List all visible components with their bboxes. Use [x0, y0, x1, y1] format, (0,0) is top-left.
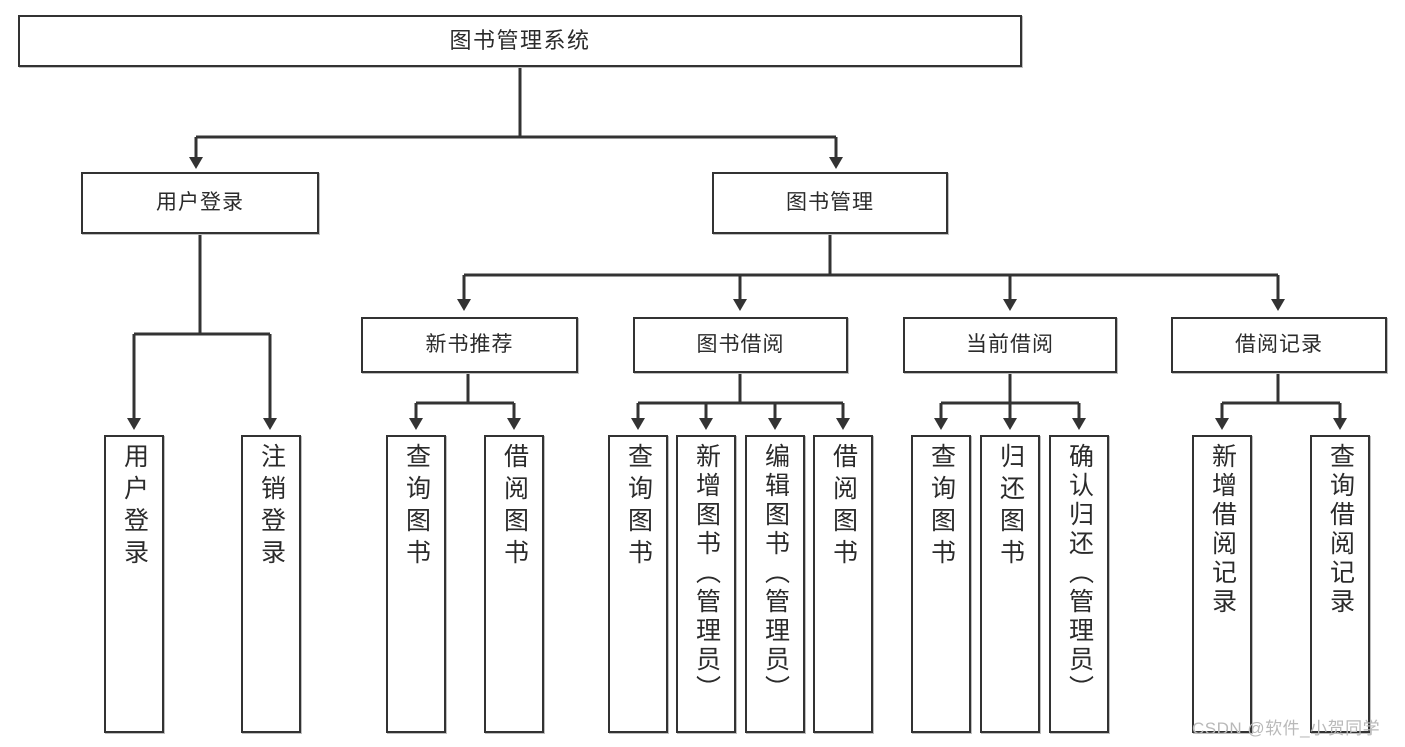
- leaf-confirm-return[interactable]: 确认归还（管理员）: [1049, 435, 1109, 733]
- node-label: 注销登录: [257, 443, 286, 571]
- leaf-borrow-book-2[interactable]: 借阅图书: [813, 435, 873, 733]
- leaf-query-record[interactable]: 查询借阅记录: [1310, 435, 1370, 733]
- node-label: 新增借阅记录: [1208, 443, 1237, 617]
- node-user-login[interactable]: 用户登录: [81, 172, 319, 234]
- leaf-query-book-1[interactable]: 查询图书: [386, 435, 446, 733]
- node-label: 新增图书（管理员）: [692, 443, 721, 704]
- leaf-return-book[interactable]: 归还图书: [980, 435, 1040, 733]
- leaf-edit-book[interactable]: 编辑图书（管理员）: [745, 435, 805, 733]
- leaf-borrow-book-1[interactable]: 借阅图书: [484, 435, 544, 733]
- node-label: 借阅图书: [829, 443, 858, 571]
- leaf-add-book[interactable]: 新增图书（管理员）: [676, 435, 736, 733]
- node-root-system[interactable]: 图书管理系统: [18, 15, 1022, 67]
- node-label: 图书借阅: [696, 332, 785, 356]
- leaf-add-record[interactable]: 新增借阅记录: [1192, 435, 1252, 733]
- node-borrow-record[interactable]: 借阅记录: [1171, 317, 1387, 373]
- node-label: 当前借阅: [966, 332, 1054, 356]
- leaf-query-book-3[interactable]: 查询图书: [911, 435, 971, 733]
- node-label: 借阅图书: [500, 443, 529, 571]
- node-label: 确认归还（管理员）: [1065, 443, 1094, 704]
- node-label: 查询借阅记录: [1326, 443, 1355, 617]
- node-label: 查询图书: [927, 443, 956, 571]
- leaf-logout-login[interactable]: 注销登录: [241, 435, 301, 733]
- node-current-borrow[interactable]: 当前借阅: [903, 317, 1117, 373]
- node-label: 新书推荐: [425, 332, 514, 356]
- node-label: 归还图书: [996, 443, 1025, 571]
- leaf-user-login[interactable]: 用户登录: [104, 435, 164, 733]
- node-label: 用户登录: [156, 190, 244, 214]
- node-new-book-recommend[interactable]: 新书推荐: [361, 317, 578, 373]
- node-label: 图书管理系统: [449, 28, 591, 54]
- node-book-borrow[interactable]: 图书借阅: [633, 317, 848, 373]
- node-book-manage[interactable]: 图书管理: [712, 172, 948, 234]
- leaf-query-book-2[interactable]: 查询图书: [608, 435, 668, 733]
- node-label: 查询图书: [624, 443, 653, 571]
- node-label: 借阅记录: [1235, 332, 1323, 356]
- node-label: 用户登录: [120, 443, 149, 571]
- node-label: 编辑图书（管理员）: [761, 443, 790, 704]
- node-label: 查询图书: [402, 443, 431, 571]
- node-label: 图书管理: [786, 190, 874, 214]
